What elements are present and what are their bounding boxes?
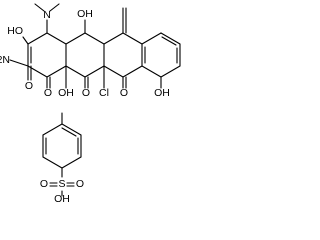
bond — [61, 156, 82, 169]
atom-label-oh-phenol: OH — [154, 87, 170, 99]
bond — [84, 65, 105, 78]
bond — [103, 32, 124, 45]
bond — [161, 36, 177, 46]
bond — [65, 32, 86, 45]
atom-label-oh-ring-a: HO — [7, 25, 23, 37]
bond-to-oh-ring-a — [22, 36, 29, 45]
atom-label-oh-c5: OH — [77, 8, 93, 20]
bond — [46, 65, 67, 78]
atom-label-oh-s: OH — [54, 193, 70, 203]
atom-label-o-s-right: O — [76, 178, 84, 190]
bond — [42, 123, 63, 136]
bond — [61, 123, 82, 136]
bond — [160, 32, 181, 45]
bond — [84, 32, 105, 45]
bond — [42, 156, 63, 169]
bond — [103, 65, 124, 78]
bond — [65, 65, 86, 78]
bond-n-methyl — [34, 3, 45, 12]
atom-label-o-s-left: O — [40, 178, 48, 190]
tosic-acid-bonds — [42, 112, 82, 197]
bond — [27, 32, 48, 45]
atom-label-n: N — [43, 9, 51, 21]
atom-label-oh-c12a: OH — [58, 87, 74, 99]
bond — [160, 65, 181, 78]
bond — [61, 127, 77, 137]
atom-labels: N HO OH H2N O O OH O Cl O OH S O O OH — [0, 8, 170, 203]
atom-label-o-c12: O — [82, 87, 90, 99]
bond — [141, 65, 162, 78]
bond-n-methyl — [49, 3, 60, 12]
atom-label-amide: H2N — [0, 54, 10, 66]
bond — [141, 32, 162, 45]
atom-label-cl: Cl — [99, 87, 109, 99]
chemical-structure-diagram: N HO OH H2N O O OH O Cl O OH S O O OH — [0, 3, 181, 203]
tetracycline-bonds — [9, 3, 181, 89]
bond — [122, 32, 143, 45]
bond — [122, 65, 143, 78]
atom-label-s: S — [58, 178, 65, 190]
atom-label-o-c1: O — [44, 87, 52, 99]
bond-to-amide — [9, 59, 29, 67]
bond — [46, 32, 67, 45]
atom-label-o-c11: O — [120, 87, 128, 99]
atom-label-o-amide: O — [25, 80, 33, 92]
